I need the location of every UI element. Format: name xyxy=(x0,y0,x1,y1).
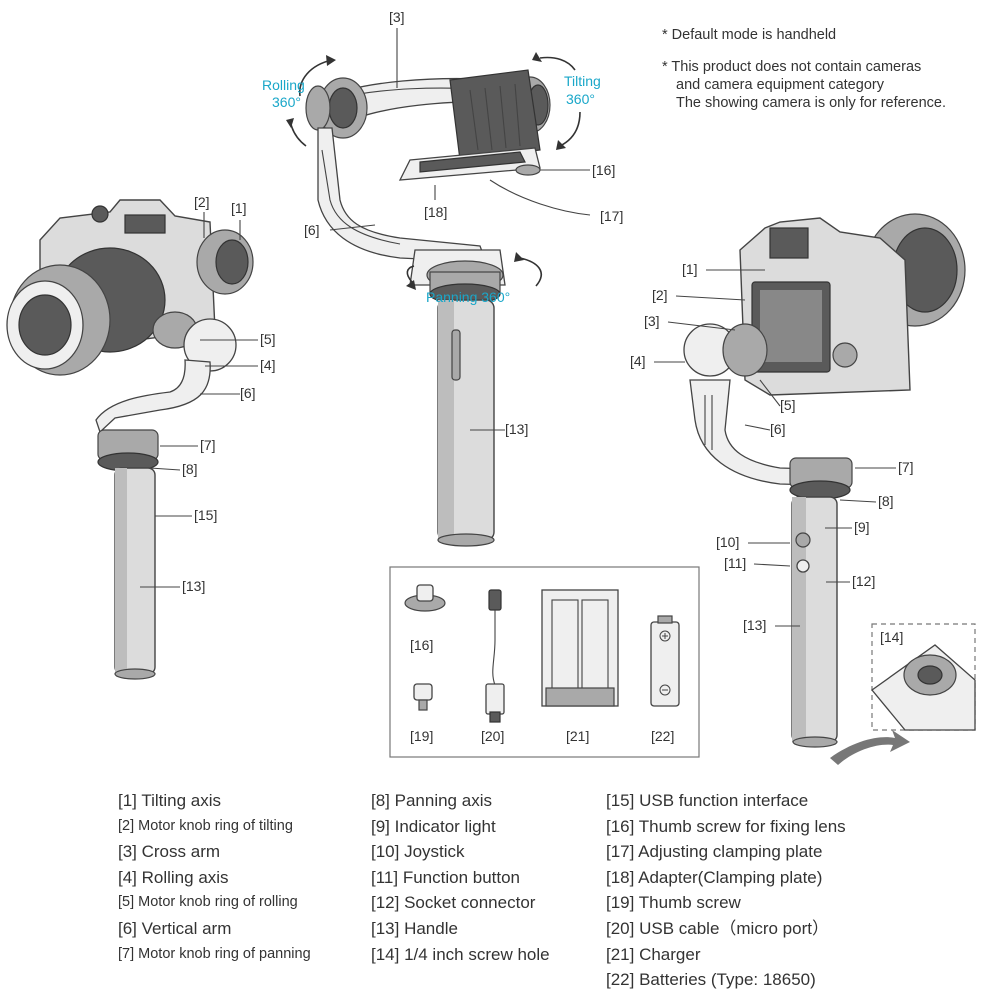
legend-item: [19] Thumb screw xyxy=(606,893,741,913)
legend-item: [1] Tilting axis xyxy=(118,791,221,810)
callout-7-right: [7] xyxy=(898,459,914,475)
legend-item: [10] Joystick xyxy=(371,842,465,862)
battery-plus-icon xyxy=(659,630,671,642)
legend-item: [12] Socket connector xyxy=(371,893,536,913)
legend-item: [4] Rolling axis xyxy=(118,867,229,887)
callout-1-right: [1] xyxy=(682,261,698,277)
callout-10: [10] xyxy=(716,534,739,550)
legend-item: [8] Panning axis xyxy=(371,791,492,810)
callout-13-center: [13] xyxy=(505,421,528,437)
legend-item: [15] USB function interface xyxy=(606,791,809,810)
tilting-word: Tilting xyxy=(564,73,601,89)
rotation-arrows xyxy=(286,52,581,290)
callout-labels: [3] [16] [17] [18] [6] [13] Rolling 360°… xyxy=(182,9,914,744)
legend-item: [5] Motor knob ring of rolling xyxy=(118,894,298,911)
callout-14: [14] xyxy=(880,629,903,645)
rolling-word: Rolling xyxy=(262,77,305,93)
callout-21: [21] xyxy=(566,728,589,744)
legend-item: [17] Adjusting clamping plate xyxy=(606,842,823,862)
legend-item: [14] 1/4 inch screw hole xyxy=(371,944,550,964)
legend-item: [2] Motor knob ring of tilting xyxy=(118,817,293,834)
legend-item: [20] USB cable（micro port） xyxy=(606,918,829,938)
callout-6-right: [6] xyxy=(770,421,786,437)
screw-hole-inset xyxy=(830,623,976,765)
legend-item: [9] Indicator light xyxy=(371,816,496,836)
callout-4-right: [4] xyxy=(630,353,646,369)
accessories-box xyxy=(389,566,700,758)
callout-13-right: [13] xyxy=(743,617,766,633)
callout-19: [19] xyxy=(410,728,433,744)
callout-1-left: [1] xyxy=(231,200,247,216)
callout-16-center: [16] xyxy=(592,162,615,178)
callout-22: [22] xyxy=(651,728,674,744)
callout-5-right: [5] xyxy=(780,397,796,413)
callout-3-center: [3] xyxy=(389,9,405,25)
callout-15: [15] xyxy=(194,507,217,523)
callout-20: [20] xyxy=(481,728,504,744)
note-default-mode: * Default mode is handheld xyxy=(662,27,837,43)
callout-11: [11] xyxy=(724,555,746,571)
legend-column-1: [1] Tilting axis [2] Motor knob ring of … xyxy=(118,788,311,967)
legend-item: [11] Function button xyxy=(371,867,521,887)
battery-minus-icon xyxy=(659,684,671,696)
legend-column-2: [8] Panning axis [9] Indicator light [10… xyxy=(371,788,550,967)
center-gimbal xyxy=(305,69,551,547)
legend-item: [21] Charger xyxy=(606,944,701,964)
callout-8-right: [8] xyxy=(878,493,894,509)
legend-item: [6] Vertical arm xyxy=(118,918,232,938)
right-gimbal-with-camera xyxy=(683,213,966,748)
callout-6-left: [6] xyxy=(240,385,256,401)
callout-2-right: [2] xyxy=(652,287,668,303)
callout-16-accessory: [16] xyxy=(410,637,433,653)
panning-label: Panning 360° xyxy=(426,289,510,305)
legend-item: [22] Batteries (Type: 18650) xyxy=(606,970,816,990)
rolling-degrees: 360° xyxy=(272,94,301,110)
callout-12: [12] xyxy=(852,573,875,589)
callout-18: [18] xyxy=(424,204,447,220)
legend-item: [7] Motor knob ring of panning xyxy=(118,945,311,962)
legend-column-3: [15] USB function interface [16] Thumb s… xyxy=(606,788,846,993)
legend-item: [13] Handle xyxy=(371,918,458,938)
legend-item: [3] Cross arm xyxy=(118,842,221,862)
note-product-line-1: * This product does not contain cameras xyxy=(662,59,922,75)
note-product-line-2: and camera equipment category xyxy=(676,77,884,93)
legend-item: [16] Thumb screw for fixing lens xyxy=(606,816,846,836)
callout-7-left: [7] xyxy=(200,437,216,453)
callout-9: [9] xyxy=(854,519,870,535)
note-product-line-3: The showing camera is only for reference… xyxy=(676,95,946,111)
callout-3-right: [3] xyxy=(644,313,660,329)
callout-2-left: [2] xyxy=(194,194,210,210)
legend-item: [18] Adapter(Clamping plate) xyxy=(606,867,823,887)
callout-6-center: [6] xyxy=(304,222,320,238)
callout-13-left: [13] xyxy=(182,578,205,594)
callout-4-left: [4] xyxy=(260,357,276,373)
callout-5-left: [5] xyxy=(260,331,276,347)
callout-17: [17] xyxy=(600,208,623,224)
left-gimbal-with-camera xyxy=(6,199,254,680)
callout-8-left: [8] xyxy=(182,461,198,477)
leader-lines xyxy=(140,28,896,627)
tilting-degrees: 360° xyxy=(566,91,595,107)
